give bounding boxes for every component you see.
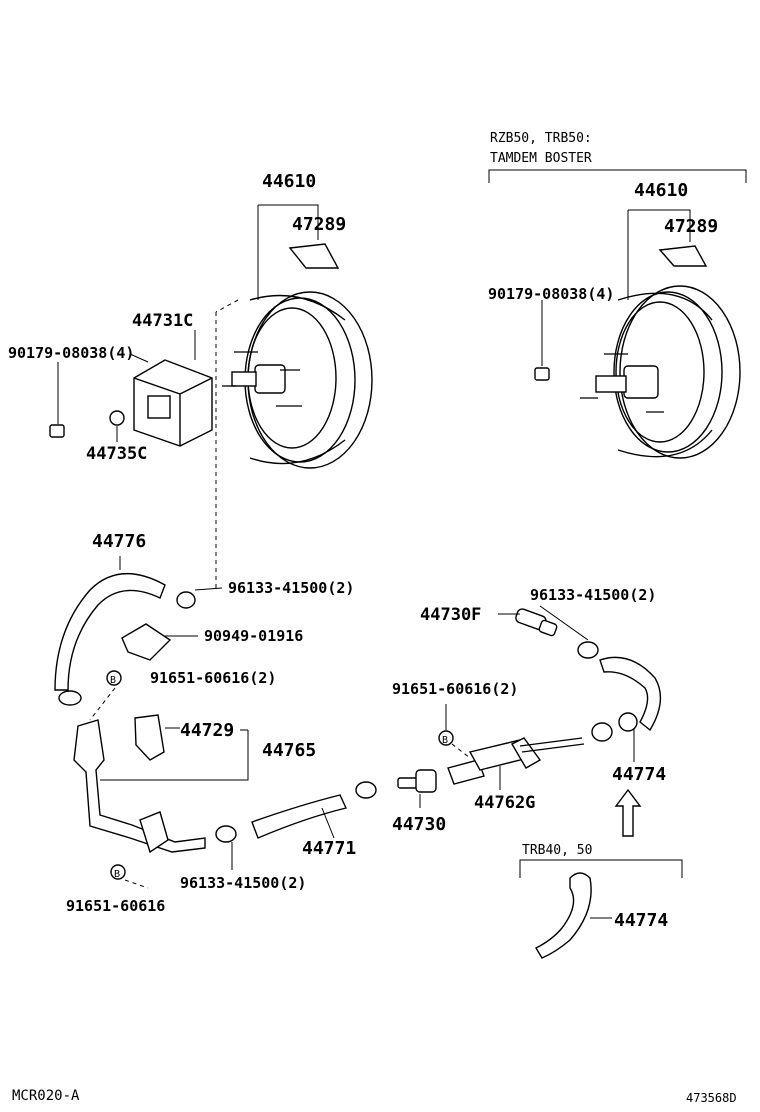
valve-fitting-44730f [515,608,558,637]
label-44729: 44729 [180,720,234,741]
variant-bracket-trb [519,859,683,878]
label-44731c: 44731C [132,311,193,331]
label-44771: 44771 [302,838,356,859]
variant-note-line1: RZB50, TRB50: [490,131,592,146]
clip-hose-end [58,690,82,706]
leader-44765 [100,730,249,781]
check-valve-44730 [397,769,437,793]
label-clip-top-left: 96133-41500(2) [228,579,354,597]
label-44776: 44776 [92,531,146,552]
clip-bottom [215,825,237,843]
hose-44771 [251,794,347,839]
footer-code-left: MCR020-A [12,1088,80,1104]
clip-top-left [176,591,196,609]
label-44765: 44765 [262,740,316,761]
label-44610-left: 44610 [262,171,316,192]
washer-44735c [109,410,125,426]
gasket-left [288,243,340,269]
label-nut-left: 90179-08038(4) [8,344,134,362]
label-bolt-bottom: 91651-60616 [66,897,165,915]
label-47289-right: 47289 [664,216,718,237]
label-bolt-mid: 91651-60616(2) [392,680,518,698]
bolt-marker-mid: B [438,730,454,746]
label-clip-bottom: 96133-41500(2) [180,874,306,892]
bracket-44731c [133,359,213,447]
label-clip-top-right: 96133-41500(2) [530,586,656,604]
leader-44610-right [627,209,691,300]
block-44729 [134,714,165,761]
arrow-up-icon [614,788,642,837]
leader-44610-left [257,204,319,300]
label-44730f: 44730F [420,605,481,625]
label-nut-right: 90179-08038(4) [488,285,614,303]
gasket-right [658,245,708,267]
variant-note-trb: TRB40, 50 [522,843,592,858]
label-bolt-left: 91651-60616(2) [150,669,276,687]
svg-text:B: B [442,735,448,746]
bolt-marker-left: B [106,670,122,686]
bolt-marker-bottom: B [110,864,126,880]
clip-top-right [577,641,599,659]
clamp-90949 [121,623,172,661]
clip-mid [355,781,377,799]
label-47289-left: 47289 [292,214,346,235]
label-44762g: 44762G [474,793,535,813]
hose-44774-trb [535,872,592,959]
union-44762g [447,737,585,785]
svg-text:B: B [114,869,120,880]
label-44774-right: 44774 [612,764,666,785]
variant-bracket-tandem [488,169,747,183]
variant-note-line2: TAMDEM BOSTER [490,151,592,166]
label-44610-right: 44610 [634,180,688,201]
footer-code-right: 473568D [686,1091,737,1105]
svg-text:B: B [110,675,116,686]
hose-44774-right [599,656,662,732]
brake-booster-right [580,285,741,459]
nut-left [49,424,65,438]
label-44774-trb: 44774 [614,910,668,931]
label-44730: 44730 [392,814,446,835]
pipe-44765 [73,719,206,853]
label-90949: 90949-01916 [204,627,303,645]
hose-44776 [54,573,166,691]
brake-booster-left [222,291,373,469]
label-44735c: 44735C [86,444,147,464]
nut-right [534,367,550,381]
